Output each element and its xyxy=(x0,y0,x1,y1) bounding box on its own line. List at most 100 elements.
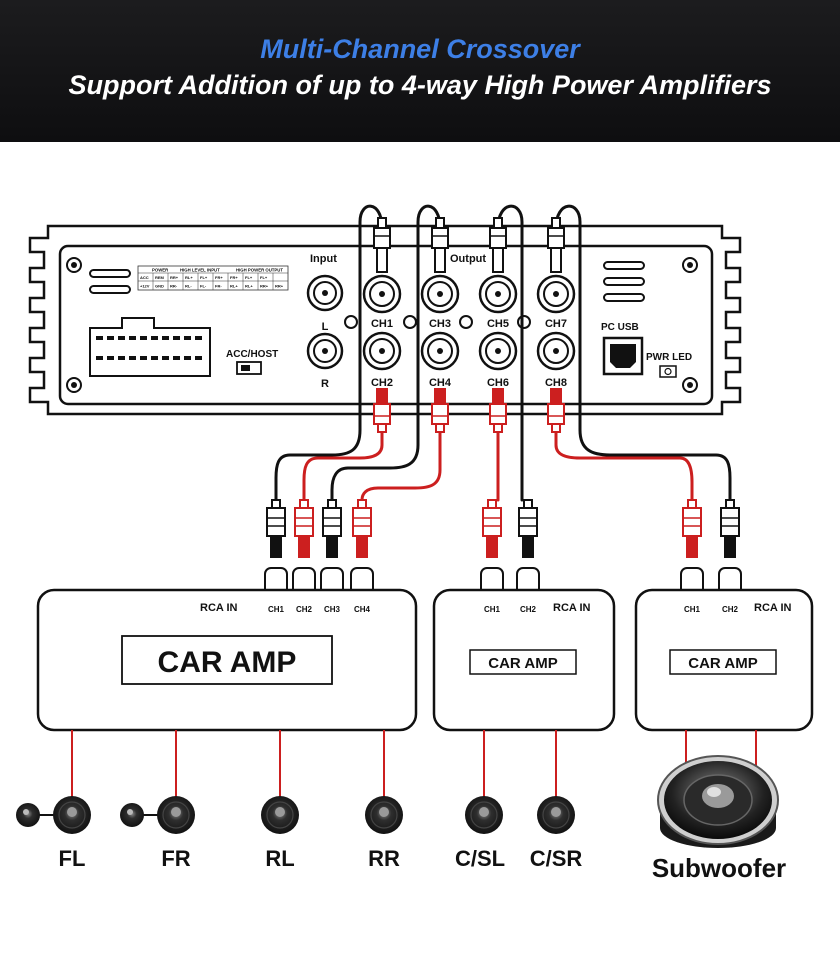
amp-channel-label: CH1 xyxy=(684,605,701,614)
rca-plug-red xyxy=(489,388,507,433)
input-label: Input xyxy=(310,253,337,265)
amp-channel-label: CH1 xyxy=(268,605,285,614)
amp-channel-label: CH2 xyxy=(296,605,313,614)
harness-pin xyxy=(195,336,202,340)
output-jack-ch3[interactable] xyxy=(420,274,460,314)
harness-pin xyxy=(129,356,136,360)
tweeter-icon xyxy=(120,803,144,827)
harness-pin xyxy=(162,336,169,340)
table-cell: FR+ xyxy=(230,275,238,280)
harness-pin xyxy=(151,336,158,340)
speaker-icon xyxy=(365,796,403,834)
harness-pin xyxy=(184,336,191,340)
rca-plug-black xyxy=(720,499,740,558)
harness-connector xyxy=(89,317,211,377)
input-label-l: L xyxy=(322,321,329,333)
input-jack-l[interactable] xyxy=(306,274,344,312)
output-jack-ch7[interactable] xyxy=(536,274,576,314)
speaker-icon xyxy=(261,796,299,834)
rca-plug-red xyxy=(682,499,702,558)
harness-pin xyxy=(151,356,158,360)
output-channel-label: CH1 xyxy=(371,318,393,330)
amp-channel-label: CH2 xyxy=(722,605,739,614)
rca-plug-red xyxy=(352,499,372,558)
output-jack-ch4[interactable] xyxy=(420,331,460,371)
input-label-r: R xyxy=(321,378,329,390)
banner: Multi-Channel Crossover Support Addition… xyxy=(0,0,840,142)
harness-pin xyxy=(96,336,103,340)
amp-rca-plugs xyxy=(266,499,740,558)
table-cell: GND xyxy=(155,284,164,289)
subwoofer-icon xyxy=(657,755,779,848)
table-header-power: POWER xyxy=(152,268,169,273)
screw-icon xyxy=(66,257,698,393)
table-cell: FL+ xyxy=(200,275,208,280)
speaker-icon xyxy=(120,796,195,834)
harness-pin xyxy=(140,336,147,340)
pwr-led-icon xyxy=(659,365,677,378)
dsp-processor: POWER HIGH LEVEL INPUT HIGH POWER OUTPUT… xyxy=(28,224,742,416)
output-label: Output xyxy=(450,253,486,265)
speaker-wires xyxy=(71,730,757,798)
table-cell: ACC xyxy=(140,275,149,280)
amp-channel-label: CH2 xyxy=(520,605,537,614)
usb-port[interactable] xyxy=(602,336,644,376)
table-cell: RR+ xyxy=(170,275,179,280)
speaker-label: RL xyxy=(265,846,294,871)
pinout-table: POWER HIGH LEVEL INPUT HIGH POWER OUTPUT… xyxy=(137,265,289,291)
amp-rca-socket[interactable] xyxy=(516,567,540,590)
output-channel-label: CH6 xyxy=(487,377,509,389)
table-cell: RL- xyxy=(185,284,192,289)
harness-pin xyxy=(118,336,125,340)
output-jack-ch1[interactable] xyxy=(362,274,402,314)
rca-plug-red xyxy=(482,499,502,558)
output-channel-label: CH8 xyxy=(545,377,567,389)
amp-rca-socket[interactable] xyxy=(292,567,316,590)
harness-pin xyxy=(162,356,169,360)
amp-rca-socket[interactable] xyxy=(718,567,742,590)
amp-channel-label: CH4 xyxy=(354,605,371,614)
pc-usb-label: PC USB xyxy=(601,322,639,333)
table-cell: RR+ xyxy=(275,284,284,289)
speaker-label: FR xyxy=(161,846,190,871)
output-jack-ch8[interactable] xyxy=(536,331,576,371)
harness-pin xyxy=(184,356,191,360)
table-cell: REM xyxy=(155,275,165,280)
amp-rca-socket[interactable] xyxy=(480,567,504,590)
harness-pin xyxy=(195,356,202,360)
rca-plug-red xyxy=(373,388,391,433)
output-channel-label: CH5 xyxy=(487,318,509,330)
table-cell: FL+ xyxy=(260,275,268,280)
tweeter-icon xyxy=(16,803,40,827)
output-jack-ch5[interactable] xyxy=(478,274,518,314)
harness-pin xyxy=(140,356,147,360)
rca-plug-black xyxy=(431,217,449,273)
acc-host-switch[interactable] xyxy=(236,361,262,375)
output-jack-ch6[interactable] xyxy=(478,331,518,371)
output-jack-ch2[interactable] xyxy=(362,331,402,371)
amp-channel-label: CH1 xyxy=(484,605,501,614)
table-cell: RR+ xyxy=(260,284,269,289)
harness-pin xyxy=(96,356,103,360)
amp-rca-socket[interactable] xyxy=(680,567,704,590)
input-jack-r[interactable] xyxy=(306,332,344,370)
banner-subtitle: Support Addition of up to 4-way High Pow… xyxy=(68,70,772,100)
rca-plug-black xyxy=(518,499,538,558)
rca-plug-black xyxy=(266,499,286,558)
output-channel-label: CH7 xyxy=(545,318,567,330)
table-cell: RL+ xyxy=(245,284,253,289)
harness-pin xyxy=(107,356,114,360)
amp-rca-socket[interactable] xyxy=(264,567,288,590)
rca-plug-red xyxy=(547,388,565,433)
table-header-high-power-output: HIGH POWER OUTPUT xyxy=(236,268,283,273)
amp-rca-socket[interactable] xyxy=(350,567,374,590)
acc-host-label: ACC/HOST xyxy=(226,349,278,360)
table-cell: FR- xyxy=(215,284,222,289)
pwr-led-label: PWR LED xyxy=(646,352,692,363)
amp-rca-socket[interactable] xyxy=(320,567,344,590)
